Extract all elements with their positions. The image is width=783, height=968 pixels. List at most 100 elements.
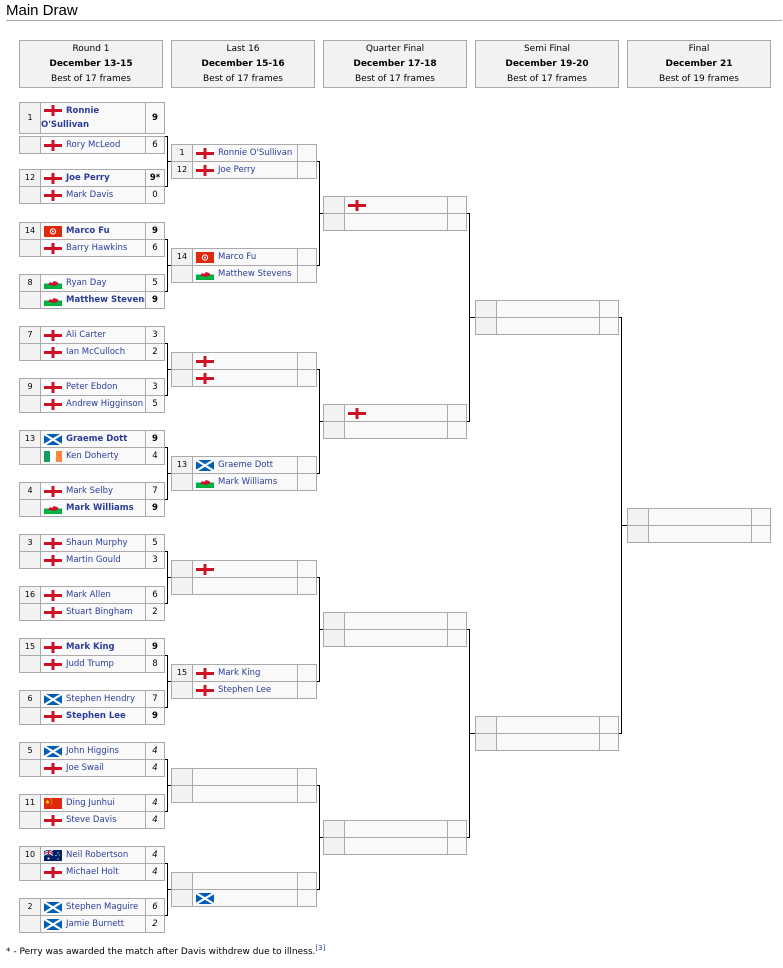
player-name[interactable]: Joe Perry: [66, 173, 110, 183]
player-cell[interactable]: Matthew Stevens: [193, 265, 298, 283]
player-name[interactable]: Mark Allen: [66, 590, 111, 600]
player-cell[interactable]: Judd Trump: [41, 655, 146, 673]
player-name[interactable]: Mark Selby: [66, 486, 114, 496]
player-name[interactable]: John Higgins: [66, 746, 119, 756]
player-cell[interactable]: Ali Carter: [41, 326, 146, 344]
player-cell[interactable]: Marco Fu: [193, 248, 298, 266]
player-name[interactable]: Joe Perry: [218, 165, 256, 175]
player-name[interactable]: Matthew Stevens: [218, 269, 292, 279]
player-name[interactable]: Ali Carter: [66, 330, 106, 340]
player-name[interactable]: Graeme Dott: [218, 460, 274, 470]
player-name[interactable]: Marco Fu: [66, 226, 110, 236]
player-name[interactable]: Stephen Lee: [66, 711, 126, 721]
player-cell[interactable]: Graeme Dott: [193, 456, 298, 474]
player-cell[interactable]: Ken Doherty: [41, 447, 146, 465]
player-cell[interactable]: Mark Williams: [193, 473, 298, 491]
player-name[interactable]: Ding Junhui: [66, 798, 115, 808]
player-cell[interactable]: Ronnie O'Sullivan: [41, 102, 146, 134]
player-cell[interactable]: Shaun Murphy: [41, 534, 146, 552]
seed-cell: 15: [19, 638, 41, 656]
player-name[interactable]: Judd Trump: [66, 659, 114, 669]
player-name[interactable]: Ken Doherty: [66, 451, 119, 461]
player-cell[interactable]: Joe Perry: [193, 161, 298, 179]
player-name[interactable]: Stephen Hendry: [66, 694, 135, 704]
player-name[interactable]: Ian McCulloch: [66, 347, 126, 357]
player-name[interactable]: Andrew Higginson: [66, 399, 144, 409]
player-name[interactable]: Jamie Burnett: [66, 919, 125, 929]
player-row: [475, 716, 619, 734]
player-cell[interactable]: Marco Fu: [41, 222, 146, 240]
seed-cell: [323, 213, 345, 231]
player-cell[interactable]: Barry Hawkins: [41, 239, 146, 257]
player-cell[interactable]: Jamie Burnett: [41, 915, 146, 933]
player-cell[interactable]: Mark King: [41, 638, 146, 656]
player-cell[interactable]: Ronnie O'Sullivan: [193, 144, 298, 162]
player-cell[interactable]: John Higgins: [41, 742, 146, 760]
player-cell[interactable]: Rory McLeod: [41, 136, 146, 154]
player-name[interactable]: Mark Williams: [218, 477, 278, 487]
player-cell[interactable]: Mark Davis: [41, 186, 146, 204]
player-cell[interactable]: Ryan Day: [41, 274, 146, 292]
player-cell[interactable]: Stephen Hendry: [41, 690, 146, 708]
score-cell: 3: [146, 551, 165, 569]
player-cell[interactable]: Mark Williams: [41, 499, 146, 517]
player-name[interactable]: Barry Hawkins: [66, 243, 128, 253]
score-cell: 5: [146, 395, 165, 413]
player-cell[interactable]: Mark Allen: [41, 586, 146, 604]
player-name[interactable]: Ronnie O'Sullivan: [41, 106, 100, 130]
player-name[interactable]: Mark King: [218, 668, 261, 678]
player-row: Martin Gould 3: [19, 551, 165, 569]
player-name[interactable]: Mark King: [66, 642, 115, 652]
player-name[interactable]: Stuart Bingham: [66, 607, 133, 617]
player-cell[interactable]: Andrew Higginson: [41, 395, 146, 413]
player-name[interactable]: Stephen Maguire: [66, 902, 139, 912]
player-cell: [345, 421, 448, 439]
player-cell[interactable]: Stephen Maguire: [41, 898, 146, 916]
player-name[interactable]: Joe Swail: [66, 763, 104, 773]
player-name[interactable]: Neil Robertson: [66, 850, 129, 860]
player-name[interactable]: Mark Davis: [66, 190, 114, 200]
footnote-reference-link[interactable]: [3]: [315, 944, 326, 952]
player-name[interactable]: Shaun Murphy: [66, 538, 128, 548]
player-name[interactable]: Stephen Lee: [218, 685, 272, 695]
player-name[interactable]: Peter Ebdon: [66, 382, 118, 392]
player-name[interactable]: Marco Fu: [218, 252, 257, 262]
player-cell[interactable]: Stephen Lee: [41, 707, 146, 725]
player-name[interactable]: Steve Davis: [66, 815, 117, 825]
player-cell[interactable]: Steve Davis: [41, 811, 146, 829]
england-flag-icon: [44, 814, 62, 826]
player-cell[interactable]: Michael Holt: [41, 863, 146, 881]
player-name[interactable]: Mark Williams: [66, 503, 134, 513]
round-header-dates: December 13-15: [49, 59, 133, 69]
player-name[interactable]: Graeme Dott: [66, 434, 128, 444]
bracket-connector-line: [165, 291, 168, 292]
player-name[interactable]: Michael Holt: [66, 867, 119, 877]
player-cell[interactable]: Joe Perry: [41, 169, 146, 187]
player-cell[interactable]: Neil Robertson: [41, 846, 146, 864]
player-name[interactable]: Ryan Day: [66, 278, 107, 288]
seed-cell: [323, 629, 345, 647]
seed-cell: [171, 369, 193, 387]
bracket-connector-line: [167, 785, 171, 786]
seed-cell: 1: [19, 102, 41, 134]
player-cell[interactable]: Ian McCulloch: [41, 343, 146, 361]
player-cell[interactable]: Mark Selby: [41, 482, 146, 500]
player-cell[interactable]: Matthew Stevens: [41, 291, 146, 309]
player-cell[interactable]: Ding Junhui: [41, 794, 146, 812]
player-cell[interactable]: Graeme Dott: [41, 430, 146, 448]
player-cell[interactable]: Martin Gould: [41, 551, 146, 569]
player-name[interactable]: Matthew Stevens: [66, 295, 146, 305]
player-cell[interactable]: Joe Swail: [41, 759, 146, 777]
player-cell[interactable]: Stuart Bingham: [41, 603, 146, 621]
player-name[interactable]: Ronnie O'Sullivan: [218, 148, 293, 158]
player-cell[interactable]: Mark King: [193, 664, 298, 682]
player-cell[interactable]: Peter Ebdon: [41, 378, 146, 396]
player-name[interactable]: Rory McLeod: [66, 140, 121, 150]
player-cell[interactable]: Stephen Lee: [193, 681, 298, 699]
wales-flag-icon: [44, 502, 62, 514]
player-name[interactable]: Martin Gould: [66, 555, 121, 565]
